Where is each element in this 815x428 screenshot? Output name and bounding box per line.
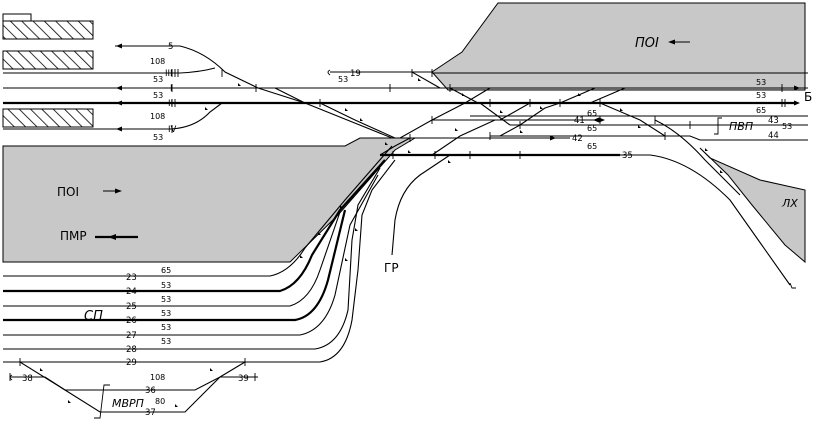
track-IV	[3, 102, 223, 130]
svg-text:53: 53	[782, 122, 792, 131]
platform-3	[2, 108, 94, 128]
track-23	[3, 145, 393, 277]
svg-text:108: 108	[150, 112, 165, 121]
track-38	[10, 376, 66, 391]
svg-text:36: 36	[145, 386, 156, 396]
svg-text:53: 53	[161, 281, 171, 290]
svg-text:39: 39	[238, 374, 249, 384]
area-label-left-sub: ПМР	[60, 229, 87, 243]
svg-text:19: 19	[350, 69, 361, 79]
svg-text:80: 80	[155, 397, 165, 406]
label-pvp: ПВП	[729, 120, 753, 133]
svg-text:25: 25	[126, 302, 137, 312]
svg-text:5: 5	[168, 42, 173, 52]
svg-text:108: 108	[150, 373, 165, 382]
area-top-right	[431, 2, 806, 91]
label-mvrp: МВРП	[112, 397, 144, 410]
track-24	[3, 159, 386, 293]
track-number-labels: 5 I II III IV 19 23 24 25 26 27 28 29 35…	[22, 42, 779, 418]
svg-text:42: 42	[572, 134, 583, 144]
area-left-main	[2, 137, 417, 263]
platform-2	[2, 50, 94, 70]
svg-text:27: 27	[126, 331, 137, 341]
svg-text:65: 65	[587, 124, 597, 133]
svg-text:53: 53	[161, 309, 171, 318]
svg-text:43: 43	[768, 116, 779, 126]
svg-text:65: 65	[161, 266, 171, 275]
svg-text:108: 108	[150, 57, 165, 66]
area-label-left-main: ПОI	[57, 185, 79, 199]
track-29	[3, 159, 396, 363]
svg-text:29: 29	[126, 358, 137, 368]
track-27	[3, 174, 379, 336]
area-label-right-low: ЛХ	[781, 197, 798, 210]
svg-text:24: 24	[126, 287, 137, 297]
svg-text:53: 53	[161, 323, 171, 332]
signal-marks	[9, 43, 800, 407]
track-length-labels: 108 53 53 108 53 53 53 53 65 53 65 65 65…	[150, 57, 792, 406]
svg-text:65: 65	[756, 106, 766, 115]
svg-text:65: 65	[587, 109, 597, 118]
svg-text:IV: IV	[168, 125, 177, 135]
svg-text:53: 53	[756, 91, 766, 100]
track-36	[100, 376, 258, 391]
svg-text:III: III	[165, 69, 173, 79]
track-25	[3, 211, 341, 307]
svg-text:35: 35	[622, 151, 633, 161]
svg-text:I: I	[170, 84, 173, 94]
svg-text:44: 44	[768, 131, 779, 141]
track-26	[3, 209, 347, 322]
svg-text:53: 53	[338, 75, 348, 84]
svg-text:53: 53	[161, 295, 171, 304]
svg-text:53: 53	[153, 75, 163, 84]
svg-text:53: 53	[153, 133, 163, 142]
svg-text:38: 38	[22, 374, 33, 384]
svg-text:65: 65	[587, 142, 597, 151]
svg-text:26: 26	[126, 316, 137, 326]
svg-text:53: 53	[756, 78, 766, 87]
svg-text:37: 37	[145, 408, 156, 418]
track-5	[115, 45, 259, 89]
track-37	[64, 376, 221, 413]
platform-1	[2, 20, 94, 40]
label-gr: ГР	[384, 261, 399, 275]
svg-text:28: 28	[126, 345, 137, 355]
track-gr	[391, 154, 451, 256]
svg-text:53: 53	[153, 91, 163, 100]
svg-text:41: 41	[574, 116, 585, 126]
area-label-top-right: ПОI	[635, 36, 659, 51]
label-exit-b: Б	[804, 90, 812, 104]
svg-text:23: 23	[126, 273, 137, 283]
area-right-low	[699, 147, 806, 264]
track-28	[3, 167, 381, 350]
svg-text:II: II	[168, 99, 173, 109]
label-sp: СП	[84, 309, 103, 324]
svg-text:53: 53	[161, 337, 171, 346]
